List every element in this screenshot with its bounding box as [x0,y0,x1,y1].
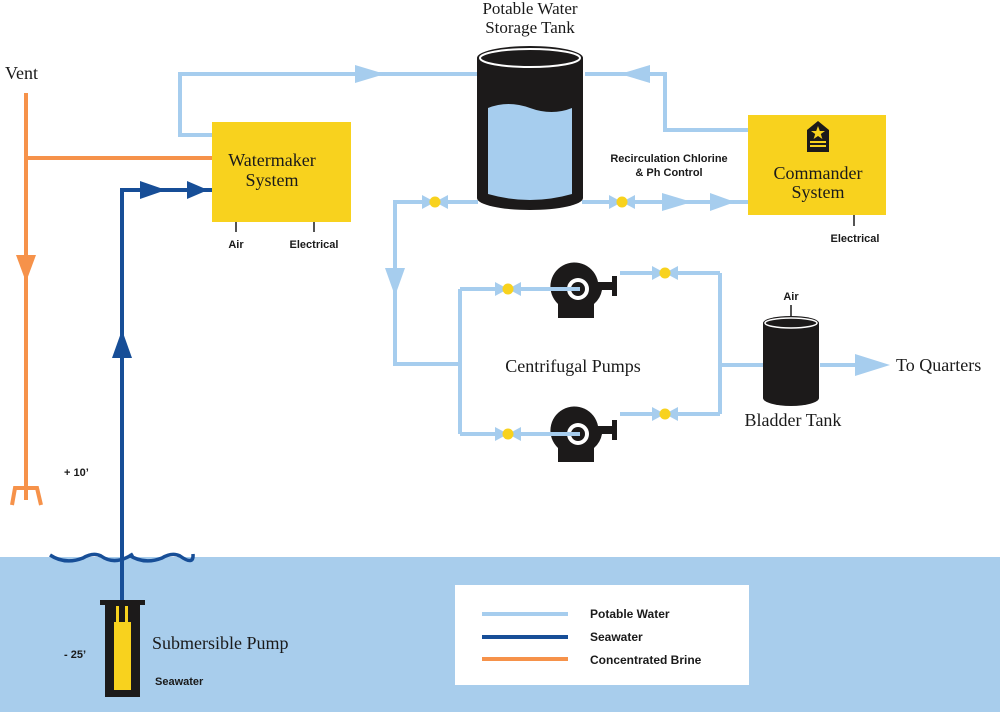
storage-tank-label-2: Storage Tank [485,18,575,37]
valve-pump1-inlet [495,282,521,296]
watermaker-air-label: Air [228,239,244,251]
wave-left [49,552,134,563]
brine-line [10,93,212,506]
bladder-air-label: Air [783,291,799,303]
elevation-plus-label: + 10’ [64,467,89,479]
commander-system-box [748,115,886,226]
seawater-arrow-1 [140,181,166,199]
valve-pump1-outlet [652,266,678,280]
recirc-label-2: & Ph Control [635,167,702,179]
bladder-tank-label: Bladder Tank [745,410,842,430]
submersible-pump [100,600,145,697]
valve-pump2-inlet [495,427,521,441]
valve-recirc [609,195,635,209]
to-quarters-arrow [855,354,890,376]
seawater-line [112,181,212,600]
seawater-arrow-2 [187,181,208,199]
rank-insignia-star-icon [807,121,829,152]
legend: Potable Water Seawater Concentrated Brin… [455,585,749,685]
commander-electrical-label: Electrical [831,233,880,245]
legend-label-potable-water: Potable Water [590,607,670,621]
centrifugal-pumps-label: Centrifugal Pumps [505,356,641,376]
submersible-pump-label: Submersible Pump [152,633,289,653]
watermaker-electrical-label: Electrical [290,239,339,251]
brine-flow-arrow [16,255,36,282]
legend-label-concentrated-brine: Concentrated Brine [590,653,702,667]
recirc-label-1: Recirculation Chlorine [610,153,727,165]
watermaker-label-2: System [245,170,298,190]
valve-pump2-outlet [652,407,678,421]
commander-label-2: System [791,182,844,202]
seawater-label: Seawater [155,676,204,688]
watermaker-label-1: Watermaker [228,150,316,170]
watermaker-system-box [212,122,351,232]
potable-water-storage-tank [477,46,583,210]
wave-right [128,552,195,563]
depth-minus-label: - 25’ [64,649,86,661]
brine-outfall-icon [10,486,43,506]
valve-tank-left [422,195,448,209]
legend-label-seawater: Seawater [590,630,643,644]
centrifugal-pump-top [520,262,617,318]
bladder-tank [763,305,819,406]
seawater-arrow-up [112,330,132,358]
storage-tank-label-1: Potable Water [482,0,577,18]
commander-label-1: Commander [774,163,863,183]
centrifugal-pump-bottom [520,406,617,462]
vent-label: Vent [5,63,38,83]
to-quarters-label: To Quarters [896,355,981,375]
